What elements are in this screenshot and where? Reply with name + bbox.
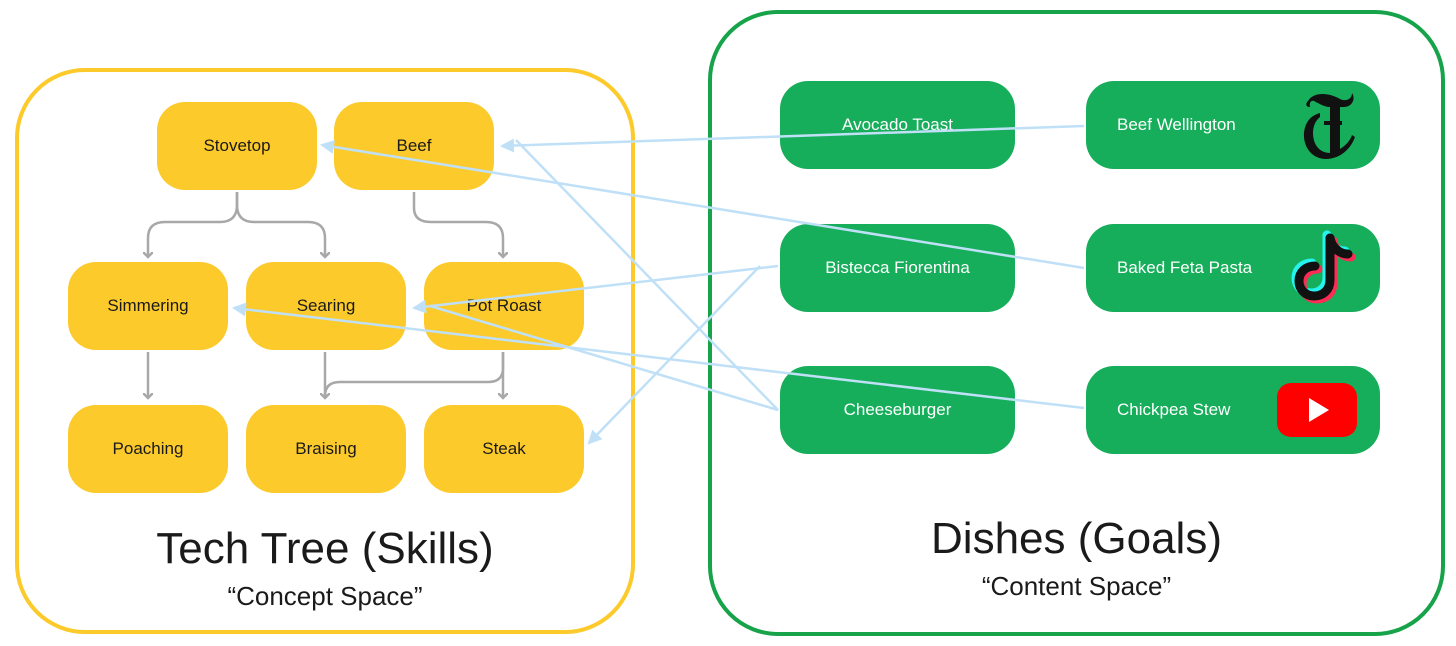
dish-node-baked-feta-pasta: Baked Feta Pasta xyxy=(1086,224,1380,312)
dish-node-cheeseburger: Cheeseburger xyxy=(780,366,1015,454)
skill-label: Simmering xyxy=(107,296,189,315)
dish-node-avocado-toast: Avocado Toast xyxy=(780,81,1015,169)
skill-label: Poaching xyxy=(112,439,184,458)
dish-node-chickpea-stew: Chickpea Stew xyxy=(1086,366,1380,454)
skill-label: Braising xyxy=(295,439,357,458)
dish-label: Baked Feta Pasta xyxy=(1117,258,1253,277)
dish-label: Beef Wellington xyxy=(1117,115,1236,134)
dish-node-bistecca-fiorentina: Bistecca Fiorentina xyxy=(780,224,1015,312)
skill-node-braising: Braising xyxy=(246,405,406,493)
dish-label: Avocado Toast xyxy=(842,115,953,134)
dish-label: Chickpea Stew xyxy=(1117,400,1231,419)
skill-node-searing: Searing xyxy=(246,262,406,350)
skill-label: Pot Roast xyxy=(466,296,542,315)
dish-label: Cheeseburger xyxy=(843,400,952,419)
skill-node-stovetop: Stovetop xyxy=(157,102,317,190)
skills-panel-title: Tech Tree (Skills) xyxy=(156,524,494,573)
skill-node-pot-roast: Pot Roast xyxy=(424,262,584,350)
dishes-panel-title: Dishes (Goals) xyxy=(931,514,1222,563)
dishes-panel-subtitle: “Content Space” xyxy=(981,571,1172,601)
skills-panel-subtitle: “Concept Space” xyxy=(227,581,423,611)
skill-label: Stovetop xyxy=(203,136,271,155)
skill-node-poaching: Poaching xyxy=(68,405,228,493)
skill-label: Steak xyxy=(482,439,526,458)
youtube-logo-icon xyxy=(1276,382,1358,438)
skill-node-steak: Steak xyxy=(424,405,584,493)
tiktok-logo-icon xyxy=(1288,228,1358,308)
skill-label: Beef xyxy=(396,136,432,155)
skill-label: Searing xyxy=(296,296,356,315)
skill-node-simmering: Simmering xyxy=(68,262,228,350)
skill-node-beef: Beef xyxy=(334,102,494,190)
dish-node-beef-wellington: Beef Wellington xyxy=(1086,81,1380,169)
new-york-times-logo-icon xyxy=(1300,87,1358,163)
dish-label: Bistecca Fiorentina xyxy=(825,258,970,277)
